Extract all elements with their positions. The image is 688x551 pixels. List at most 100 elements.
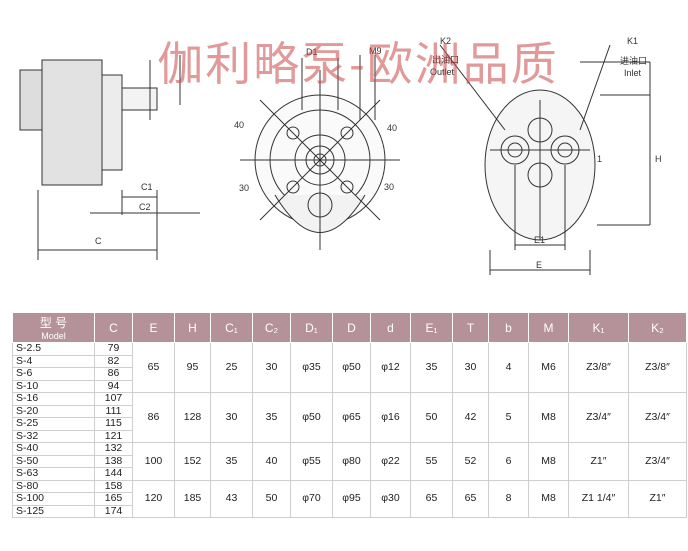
- rear-view: [439, 44, 651, 275]
- c-value-cell: 165: [94, 492, 133, 506]
- c-value-cell: 82: [94, 354, 133, 368]
- label-c2: C2: [139, 202, 151, 212]
- spec-cell-b: 8: [488, 479, 529, 518]
- spec-cell-d: φ30: [370, 479, 411, 518]
- spec-cell-c1: 43: [210, 479, 253, 518]
- header-label: d: [387, 320, 394, 335]
- spec-cell-h: 185: [174, 479, 211, 518]
- spec-cell-h: 95: [174, 342, 211, 393]
- spec-cell-h: 128: [174, 392, 211, 443]
- c-value-cell: 132: [94, 442, 133, 456]
- spec-cell-d1: φ55: [290, 442, 333, 481]
- label-k2: K2: [440, 36, 451, 46]
- spec-cell-c1: 35: [210, 442, 253, 481]
- table-header-cell: b: [488, 312, 529, 343]
- table-header-cell: M: [528, 312, 569, 343]
- header-label: K₂: [651, 320, 664, 335]
- model-cell: S-50: [12, 454, 95, 468]
- front-view: [240, 55, 400, 250]
- spec-cell-t: 65: [452, 479, 489, 518]
- label-k2-cn: 出油口: [432, 54, 459, 65]
- spec-cell-k1: Z3/8″: [568, 342, 629, 393]
- header-label: M: [543, 320, 554, 335]
- table-header-cell: K₁: [568, 312, 629, 343]
- header-label: b: [505, 320, 512, 335]
- model-cell: S-100: [12, 492, 95, 506]
- spec-cell-h: 152: [174, 442, 211, 481]
- spec-cell-k2: Z3/4″: [628, 392, 687, 443]
- watermark: 伽利略泵-欧洲品质: [157, 37, 559, 91]
- table-header-cell: C₁: [210, 312, 253, 343]
- table-header-cell: E: [132, 312, 175, 343]
- spec-cell-t: 42: [452, 392, 489, 443]
- header-label: C: [109, 320, 118, 335]
- spec-cell-c2: 40: [252, 442, 291, 481]
- table-header-cell: D₁: [290, 312, 333, 343]
- table-header-cell: T: [452, 312, 489, 343]
- spec-cell-k1: Z3/4″: [568, 392, 629, 443]
- spec-cell-m: M6: [528, 342, 569, 393]
- model-cell: S-32: [12, 429, 95, 443]
- c-value-cell: 174: [94, 504, 133, 518]
- spec-cell-c1: 25: [210, 342, 253, 393]
- spec-cell-d: φ12: [370, 342, 411, 393]
- spec-cell-c2: 35: [252, 392, 291, 443]
- label-e1: E1: [534, 235, 545, 245]
- spec-cell-d: φ50: [332, 342, 371, 393]
- model-cell: S-63: [12, 467, 95, 481]
- header-sublabel: Model: [41, 331, 66, 341]
- model-cell: S-80: [12, 479, 95, 493]
- spec-cell-e: 100: [132, 442, 175, 481]
- spec-cell-e1: 50: [410, 392, 453, 443]
- model-cell: S-16: [12, 392, 95, 406]
- label-k1-cn: 进油口: [620, 55, 647, 66]
- model-cell: S-125: [12, 504, 95, 518]
- label-angle-40-left: 40: [234, 120, 244, 130]
- c-value-cell: 79: [94, 342, 133, 356]
- c-value-cell: 158: [94, 479, 133, 493]
- spec-cell-b: 5: [488, 392, 529, 443]
- spec-cell-k1: Z1 1/4″: [568, 479, 629, 518]
- model-cell: S-40: [12, 442, 95, 456]
- spec-cell-e1: 65: [410, 479, 453, 518]
- spec-cell-b: 4: [488, 342, 529, 393]
- header-label: T: [466, 320, 475, 335]
- label-k1: K1: [627, 36, 638, 46]
- spec-cell-e1: 55: [410, 442, 453, 481]
- technical-drawing: D1 M9 K2 出油口 Outlet K1 进油口 Inlet 40 40 3…: [19, 36, 662, 275]
- header-label: K₁: [592, 320, 605, 335]
- model-cell: S-10: [12, 379, 95, 393]
- label-angle-30-right: 30: [384, 182, 394, 192]
- header-label: C₁: [225, 320, 238, 335]
- label-h: H: [655, 154, 662, 164]
- spec-cell-b: 6: [488, 442, 529, 481]
- header-label: C₂: [264, 320, 279, 335]
- table-header-cell: E₁: [410, 312, 453, 343]
- spec-cell-d1: φ50: [290, 392, 333, 443]
- c-value-cell: 138: [94, 454, 133, 468]
- c-value-cell: 144: [94, 467, 133, 481]
- label-m9: M9: [369, 46, 382, 56]
- c-value-cell: 107: [94, 392, 133, 406]
- header-label: D₁: [305, 320, 318, 335]
- spec-cell-d: φ65: [332, 392, 371, 443]
- spec-cell-e: 86: [132, 392, 175, 443]
- spec-cell-t: 52: [452, 442, 489, 481]
- spec-cell-d: φ95: [332, 479, 371, 518]
- spec-cell-d1: φ70: [290, 479, 333, 518]
- spec-cell-k2: Z3/8″: [628, 342, 687, 393]
- spec-cell-d: φ80: [332, 442, 371, 481]
- c-value-cell: 121: [94, 429, 133, 443]
- spec-cell-c1: 30: [210, 392, 253, 443]
- label-k2-en: Outlet: [430, 67, 455, 77]
